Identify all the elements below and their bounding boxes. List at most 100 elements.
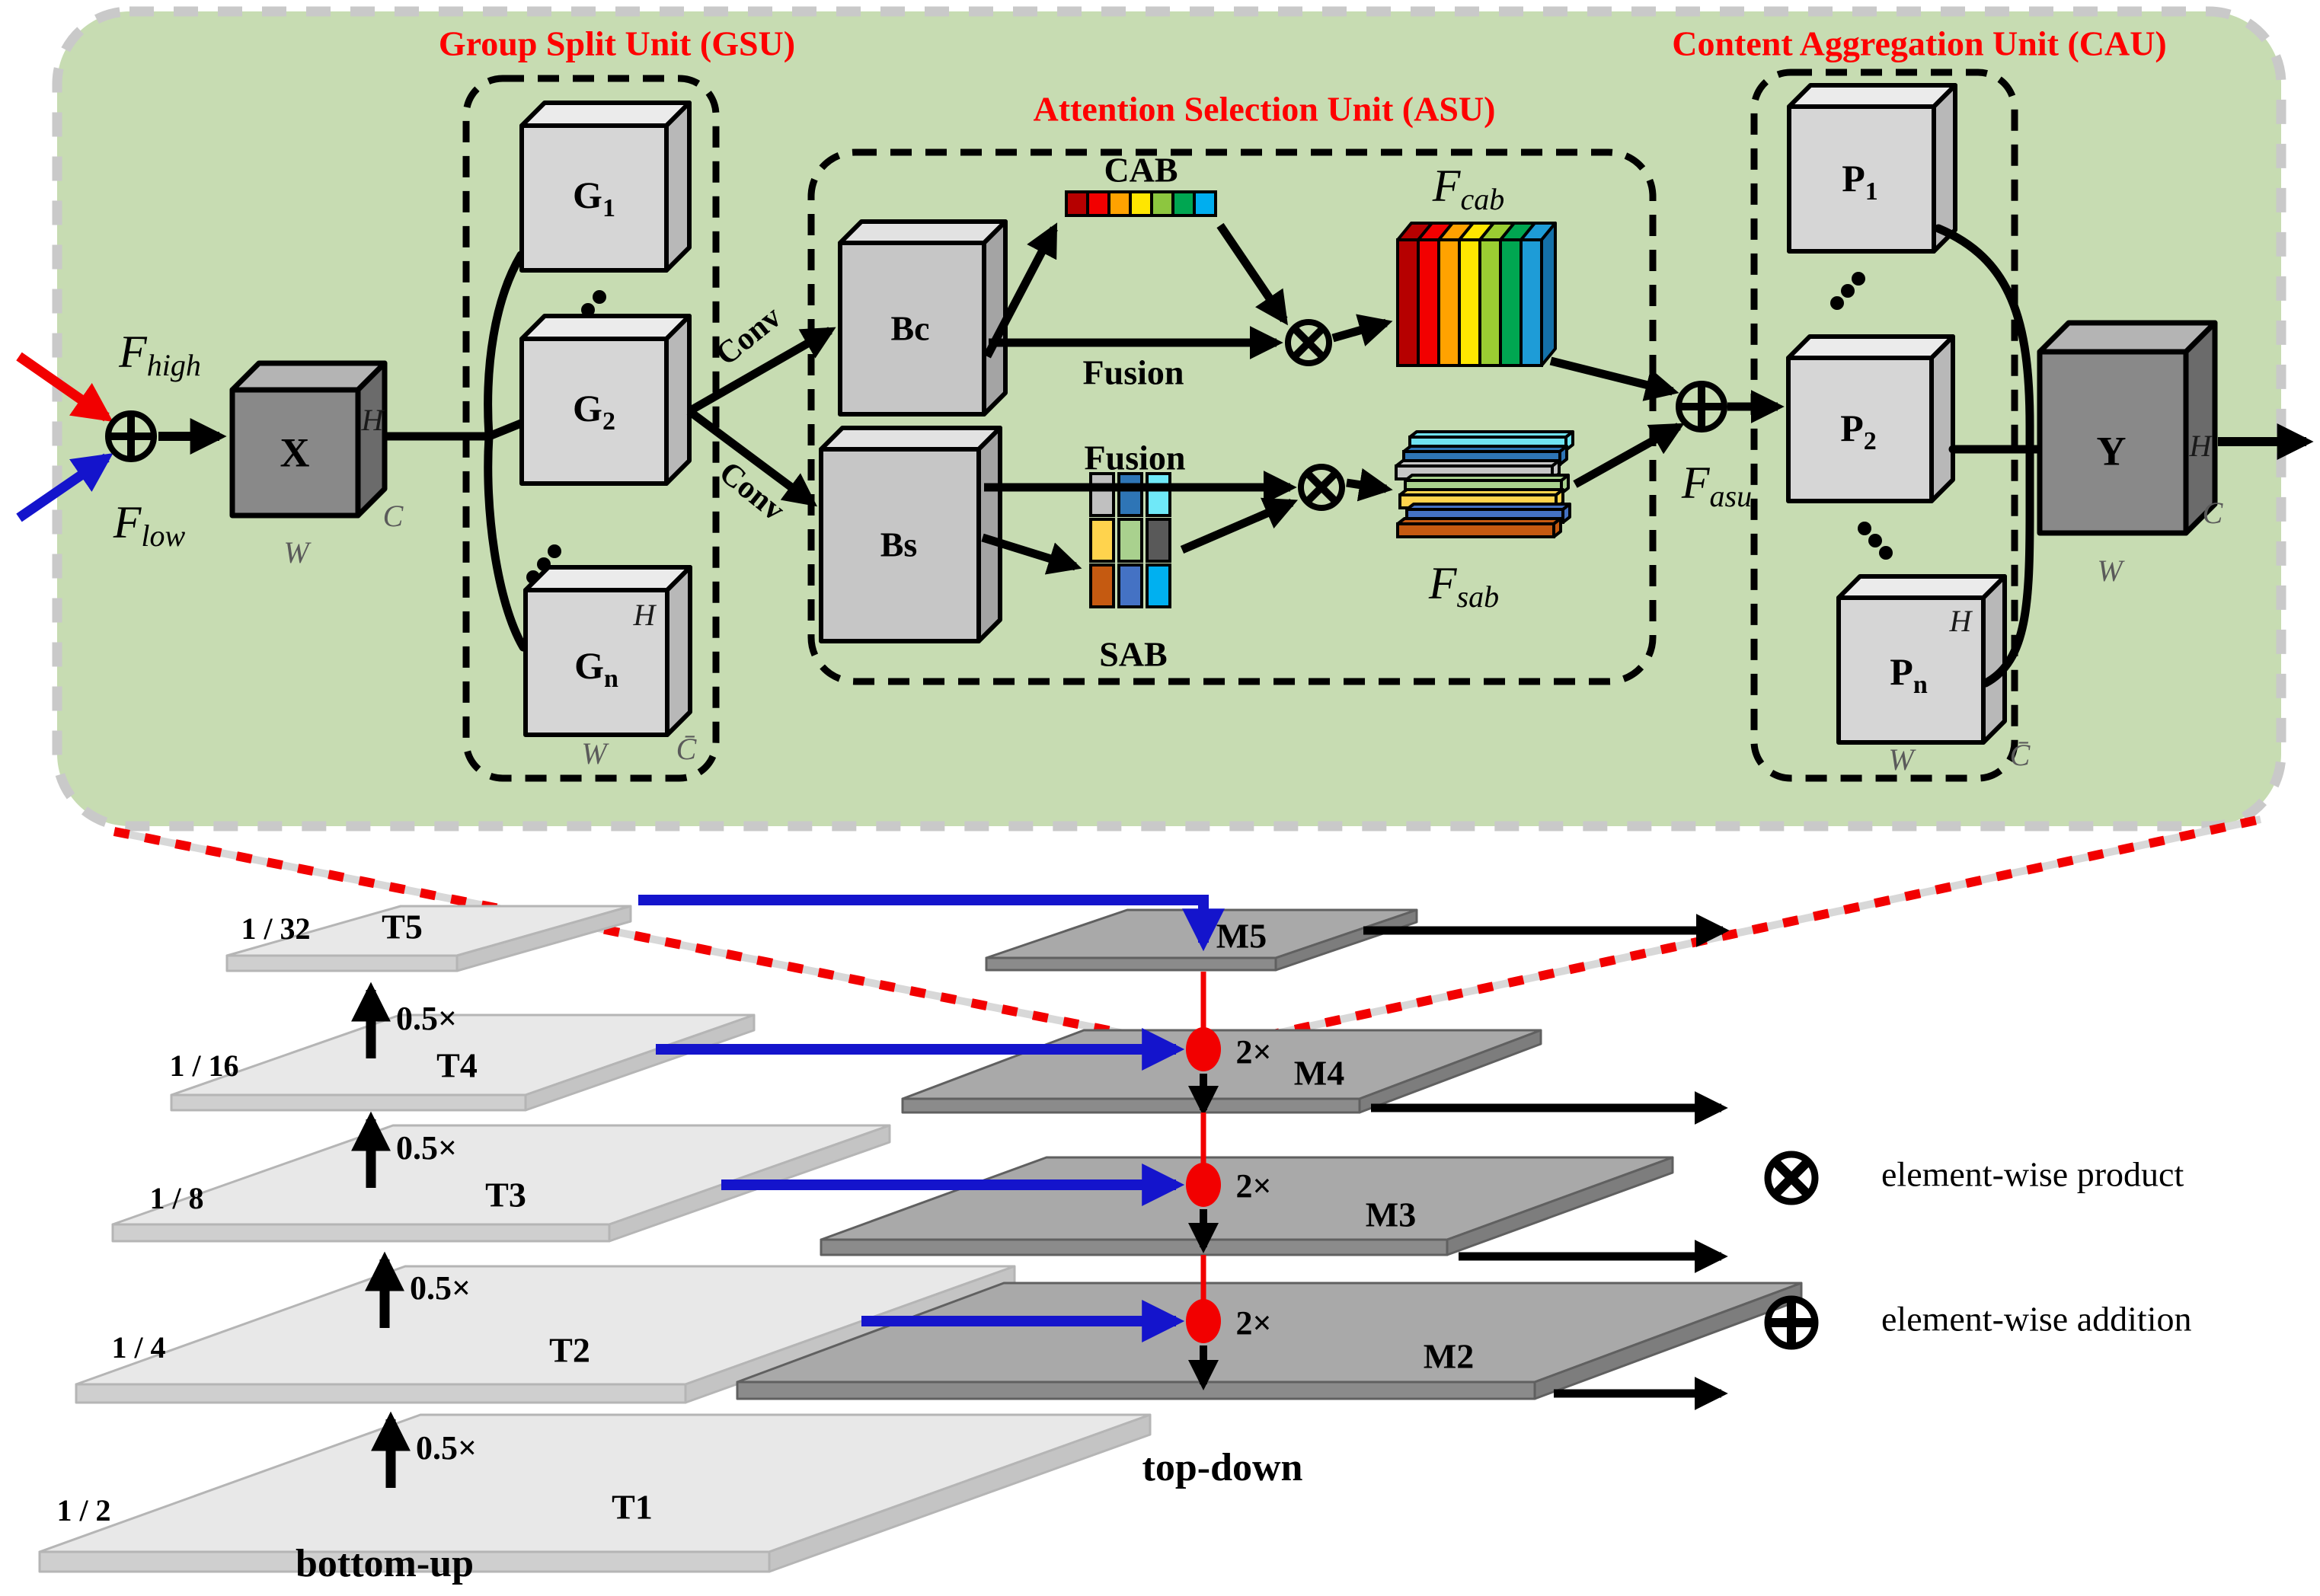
cab-cell: [1107, 190, 1132, 217]
conv-arrow-top: [687, 327, 836, 415]
sab-cell: [1146, 472, 1171, 517]
arrow-bs-to-sab: [981, 533, 1082, 575]
output-arrows: [1363, 914, 1730, 1410]
arrow-sab-to-product: [1180, 497, 1299, 554]
downsample-arrows: [351, 982, 411, 1488]
bc-cube: [838, 219, 1008, 417]
sab-cell: [1117, 518, 1143, 563]
element-wise-addition-icon: [1764, 1295, 1819, 1350]
cab-cell: [1150, 190, 1174, 217]
ellipsis-dots-cau-1: [1830, 272, 1865, 310]
zoom-line-right: [1202, 815, 2262, 1054]
cau-box: [1750, 69, 2018, 782]
g2-cube: [519, 314, 692, 486]
p2-label: P2: [1840, 407, 1877, 455]
t4-plate: [170, 1013, 756, 1112]
downsample-label-4: 0.5×: [396, 1000, 457, 1037]
pn-label: Pn: [1890, 650, 1928, 698]
gsu-title: Group Split Unit (GSU): [439, 24, 795, 63]
arrow-cab-to-product: [1216, 222, 1288, 326]
gsu-box: [462, 75, 720, 782]
downsample-label-3: 0.5×: [396, 1129, 457, 1167]
x-cube: [229, 360, 388, 519]
x-dim-h: H: [361, 403, 385, 437]
downsample-label-1: 0.5×: [416, 1429, 477, 1467]
fusion-label-top: Fusion: [1083, 353, 1184, 392]
fcab-slab: [1520, 238, 1543, 367]
t1-scale: 1 / 2: [56, 1493, 110, 1527]
cab-cell: [1086, 190, 1110, 217]
fcab-slab: [1499, 238, 1523, 367]
legend-product-label: element-wise product: [1881, 1155, 2184, 1194]
p2-cube: [1786, 334, 1955, 503]
bs-label: Bs: [880, 525, 918, 564]
aggregation-collector: [1934, 224, 2044, 688]
g1-cube: [519, 101, 692, 273]
legend-addition-label: element-wise addition: [1881, 1300, 2192, 1339]
fsab-feature-stack: [1395, 430, 1574, 538]
gsu-dim-w: W: [581, 736, 609, 771]
sab-cell: [1089, 563, 1115, 608]
cab-cell: [1065, 190, 1089, 217]
conv-arrow-bottom: [686, 407, 818, 507]
f-high-label: Fhigh: [118, 327, 201, 382]
t1-label: T1: [612, 1488, 653, 1527]
m4-label: M4: [1294, 1054, 1344, 1093]
x-dim-c: C: [383, 499, 404, 533]
fcab-slab: [1396, 238, 1420, 367]
cau-dim-w: W: [1888, 742, 1916, 777]
bc-label: Bc: [890, 309, 929, 348]
product-icon-top: [1285, 319, 1332, 366]
ellipsis-dots-cau-2: [1858, 522, 1893, 560]
pn-cube: [1836, 574, 2007, 745]
f-low-arrow: [16, 453, 113, 522]
arrow-fcab-to-add: [1549, 356, 1679, 401]
sab-attention-grid: [1089, 472, 1171, 608]
x-cube-side: [355, 360, 388, 519]
cau-dim-cbar: C̄: [2010, 738, 2031, 772]
product-icon-bottom: [1298, 464, 1345, 511]
sab-label: SAB: [1099, 635, 1167, 674]
fcab-slab-side: [1540, 222, 1557, 367]
t1-plate: [38, 1413, 1152, 1573]
sab-cell: [1117, 472, 1143, 517]
x-dim-w: W: [283, 535, 312, 570]
p1-label: P1: [1842, 157, 1878, 205]
t5-label: T5: [382, 908, 423, 946]
gsu-dim-cbar: C̄: [676, 732, 698, 766]
sab-cell: [1089, 518, 1115, 563]
y-label: Y: [2097, 428, 2127, 474]
t3-label: T3: [485, 1176, 526, 1215]
t5-scale: 1 / 32: [241, 911, 310, 946]
lateral-arrows: [638, 895, 1225, 1342]
m5-label: M5: [1216, 917, 1267, 956]
fcab-label: Fcab: [1432, 161, 1504, 216]
y-cube-front: [2037, 349, 2189, 536]
sab-cell: [1089, 472, 1115, 517]
y-cube: [2037, 320, 2218, 536]
y-dim-w: W: [2097, 554, 2125, 588]
m2-label: M2: [1424, 1337, 1474, 1376]
t3-scale: 1 / 8: [149, 1181, 203, 1215]
fcab-slab: [1437, 238, 1461, 367]
fusion-label-bottom: Fusion: [1085, 439, 1186, 477]
upsample-label-2: 2×: [1235, 1167, 1271, 1205]
sab-cell: [1146, 518, 1171, 563]
fcab-slab: [1417, 238, 1440, 367]
cab-attention-bar: [1065, 190, 1217, 217]
t5-plate: [225, 905, 632, 972]
f-low-label: Flow: [113, 497, 186, 553]
m3-label: M3: [1366, 1195, 1416, 1234]
cau-dim-h: H: [1949, 604, 1973, 638]
p1-cube: [1787, 83, 1957, 254]
top-down-label: top-down: [1142, 1446, 1303, 1489]
x-cube-front: [229, 387, 361, 519]
element-wise-product-icon: [1764, 1151, 1819, 1205]
y-dim-h: H: [2189, 429, 2213, 463]
arrow-product-to-fcab: [1331, 314, 1393, 346]
upsample-node-1: [1186, 1027, 1221, 1071]
y-dim-c: C: [2203, 496, 2224, 530]
fcab-slab: [1478, 238, 1502, 367]
sab-cell: [1117, 563, 1143, 608]
